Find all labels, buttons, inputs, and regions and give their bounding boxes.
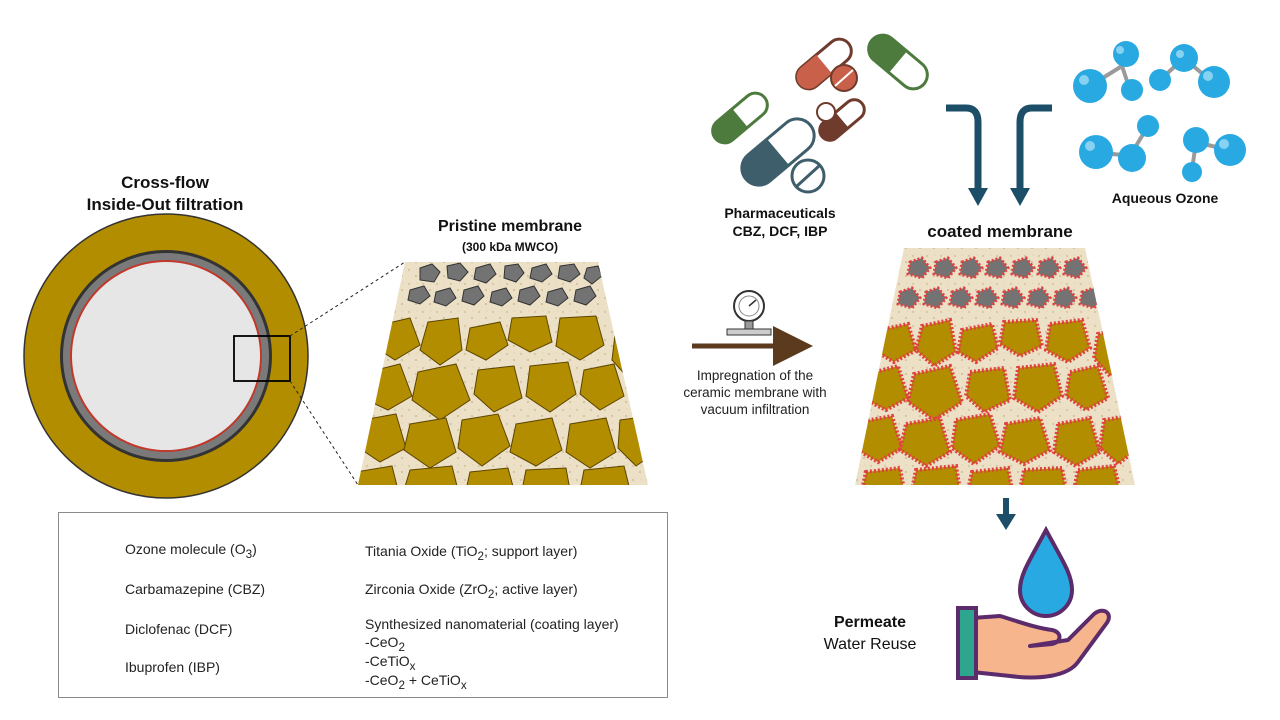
membrane-tube-cross-section [23,213,309,499]
legend-cbz-text: Carbamazepine (CBZ) [125,581,266,597]
impreg-line1: Impregnation of the [696,368,814,383]
output-arrow [996,498,1016,530]
legend-ozone-text: Ozone molecule (O3) [125,541,257,561]
legend-box: Ozone molecule (O3) Carbamazepine (CBZ) … [58,512,668,698]
pharma-line2: CBZ, DCF, IBP [732,223,828,239]
coated-membrane-title: coated membrane [927,222,1073,241]
legend-ibp-text: Ibuprofen (IBP) [125,659,220,675]
pharmaceuticals-label: Pharmaceuticals CBZ, DCF, IBP [690,204,870,240]
water-reuse-label: Water Reuse [823,636,917,653]
input-flow-arrowheads [968,188,1030,206]
permeate-label: Permeate [833,614,907,631]
legend-dcf-text: Diclofenac (DCF) [125,621,233,637]
aqueous-ozone-icon [1073,41,1246,182]
water-drop-icon [1017,525,1075,618]
legend-cetiox-text: -CeTiOx [365,653,416,673]
pharmaceutical-pills-icon [711,33,929,194]
crossflow-title: Cross-flow Inside-Out filtration [60,172,270,216]
legend-ceo2-text: -CeO2 [365,634,405,654]
legend-zirconia-text: Zirconia Oxide (ZrO2; active layer) [365,581,578,601]
legend-coating-text: Synthesized nanomaterial (coating layer) [365,616,619,632]
legend-titania-text: Titania Oxide (TiO2; support layer) [365,543,578,563]
pristine-subtitle: (300 kDa MWCO) [461,240,559,254]
crossflow-line1: Cross-flow [121,173,209,192]
coated-membrane-section [855,248,1135,485]
pharma-line1: Pharmaceuticals [724,205,836,221]
zoom-box [233,335,291,382]
zoom-line-bottom [289,380,359,486]
hand-icon [956,606,1111,680]
legend-mix-text: -CeO2 + CeTiOx [365,672,467,692]
pristine-membrane-section [358,262,648,485]
crossflow-line2: Inside-Out filtration [86,195,244,214]
pristine-title: Pristine membrane [437,218,583,235]
impreg-line3: vacuum infiltration [700,402,810,417]
zoom-line-top [289,261,406,337]
impreg-line2: ceramic membrane with [683,385,827,400]
aqueous-ozone-label: Aqueous Ozone [1111,190,1219,206]
input-flow-arrows [946,104,1052,190]
impregnation-caption: Impregnation of the ceramic membrane wit… [660,367,850,418]
vacuum-gauge-icon [726,290,772,336]
